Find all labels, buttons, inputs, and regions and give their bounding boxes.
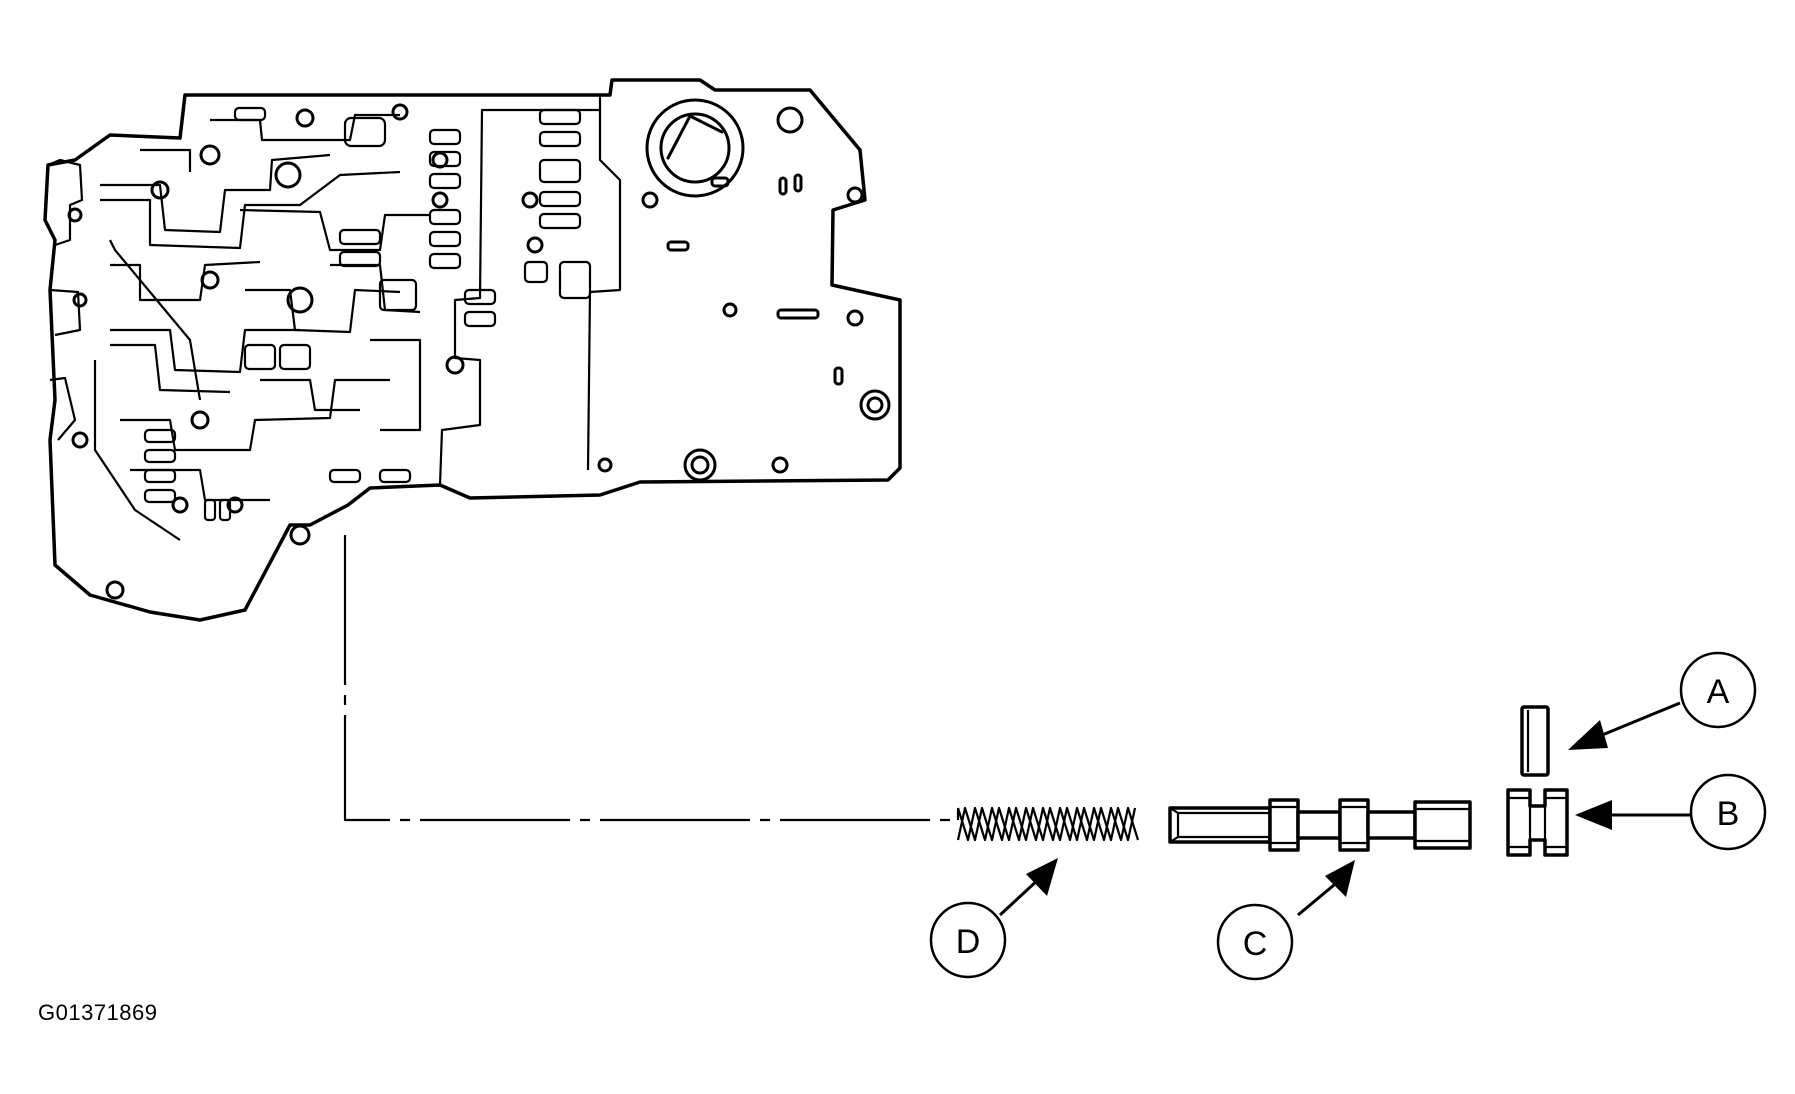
callout-a-label: A [1707, 673, 1730, 711]
valve-body-outline [43, 78, 902, 622]
spring-part [956, 806, 1140, 842]
plate-slots [666, 173, 844, 386]
valve-passages [93, 106, 592, 541]
main-bore [645, 98, 745, 198]
callout-a: A [1568, 651, 1757, 750]
figure-id: G01371869 [38, 1000, 158, 1025]
valve-spool-part [1168, 798, 1472, 852]
callout-d-label: D [956, 923, 981, 961]
bolt-holes [67, 103, 891, 600]
callout-d: D [929, 858, 1058, 979]
callout-b-label: B [1717, 795, 1740, 833]
plug-part [1506, 788, 1569, 857]
callout-b: B [1575, 773, 1767, 851]
callout-c-label: C [1243, 925, 1268, 963]
valve-body [43, 78, 902, 622]
assembly-centerline [343, 535, 955, 822]
callout-c: C [1216, 860, 1355, 981]
retainer-part [1520, 705, 1550, 777]
valve-body-left-flange [47, 158, 84, 441]
